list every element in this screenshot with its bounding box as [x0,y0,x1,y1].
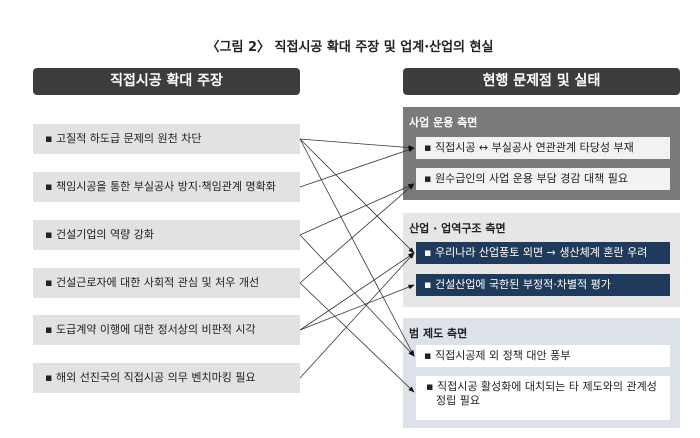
section-institution: 범 제도 측면 직접시공제 외 정책 대안 풍부 직접시공 활성화에 대치되는 … [403,318,680,428]
claim-item: 고질적 하도급 문제의 원천 차단 [33,124,300,154]
claim-item: 도급계약 이행에 대한 정서상의 비판적 시각 [33,315,300,345]
section-title: 산업 · 업역구조 측면 [409,222,506,235]
claim-item: 건설기업의 역량 강화 [33,220,300,250]
claim-item: 건설근로자에 대한 사회적 관심 및 처우 개선 [33,268,300,298]
connector-arrow [299,284,415,331]
connector-arrow [299,138,415,150]
issue-item: 직접시공제 외 정책 대안 풍부 [416,345,670,367]
connector-arrow [299,138,415,254]
right-header: 현행 문제점 및 실태 [403,68,680,95]
section-operation: 사업 운용 측면 직접시공 ↔ 부실공사 연관관계 타당성 부재 원수급인의 사… [403,107,680,200]
issue-item: 직접시공 활성화에 대치되는 타 제도와의 관계성 정립 필요 [416,376,670,420]
issue-item: 건설산업에 국한된 부정적·차별적 평가 [416,274,670,296]
connector-arrow [299,252,415,379]
left-header: 직접시공 확대 주장 [33,68,300,95]
claim-item: 해외 선진국의 직접시공 의무 벤치마킹 필요 [33,363,300,393]
section-title: 범 제도 측면 [409,327,468,340]
connector-arrow [299,252,415,331]
section-title: 사업 운용 측면 [409,116,478,129]
claim-item: 책임시공을 통한 부실공사 방지·책임관계 명확화 [33,172,300,202]
connector-arrow [299,282,415,393]
issue-item: 직접시공 ↔ 부실공사 연관관계 타당성 부재 [416,137,670,159]
issue-item: 원수급인의 사업 운용 부담 경감 대책 필요 [416,168,670,190]
figure-title: 〈그림 2〉 직접시공 확대 주장 및 업계·산업의 현실 [206,40,494,55]
issue-item: 우리나라 산업풍토 외면 → 생산체계 혼란 우려 [416,242,670,264]
connector-arrow [299,234,415,357]
section-industry: 산업 · 업역구조 측면 우리나라 산업풍토 외면 → 생산체계 혼란 우려 건… [403,213,680,307]
connector-arrow [299,147,415,188]
connector-arrow [299,183,415,236]
connector-arrow [299,183,415,284]
connector-arrow [299,138,415,357]
